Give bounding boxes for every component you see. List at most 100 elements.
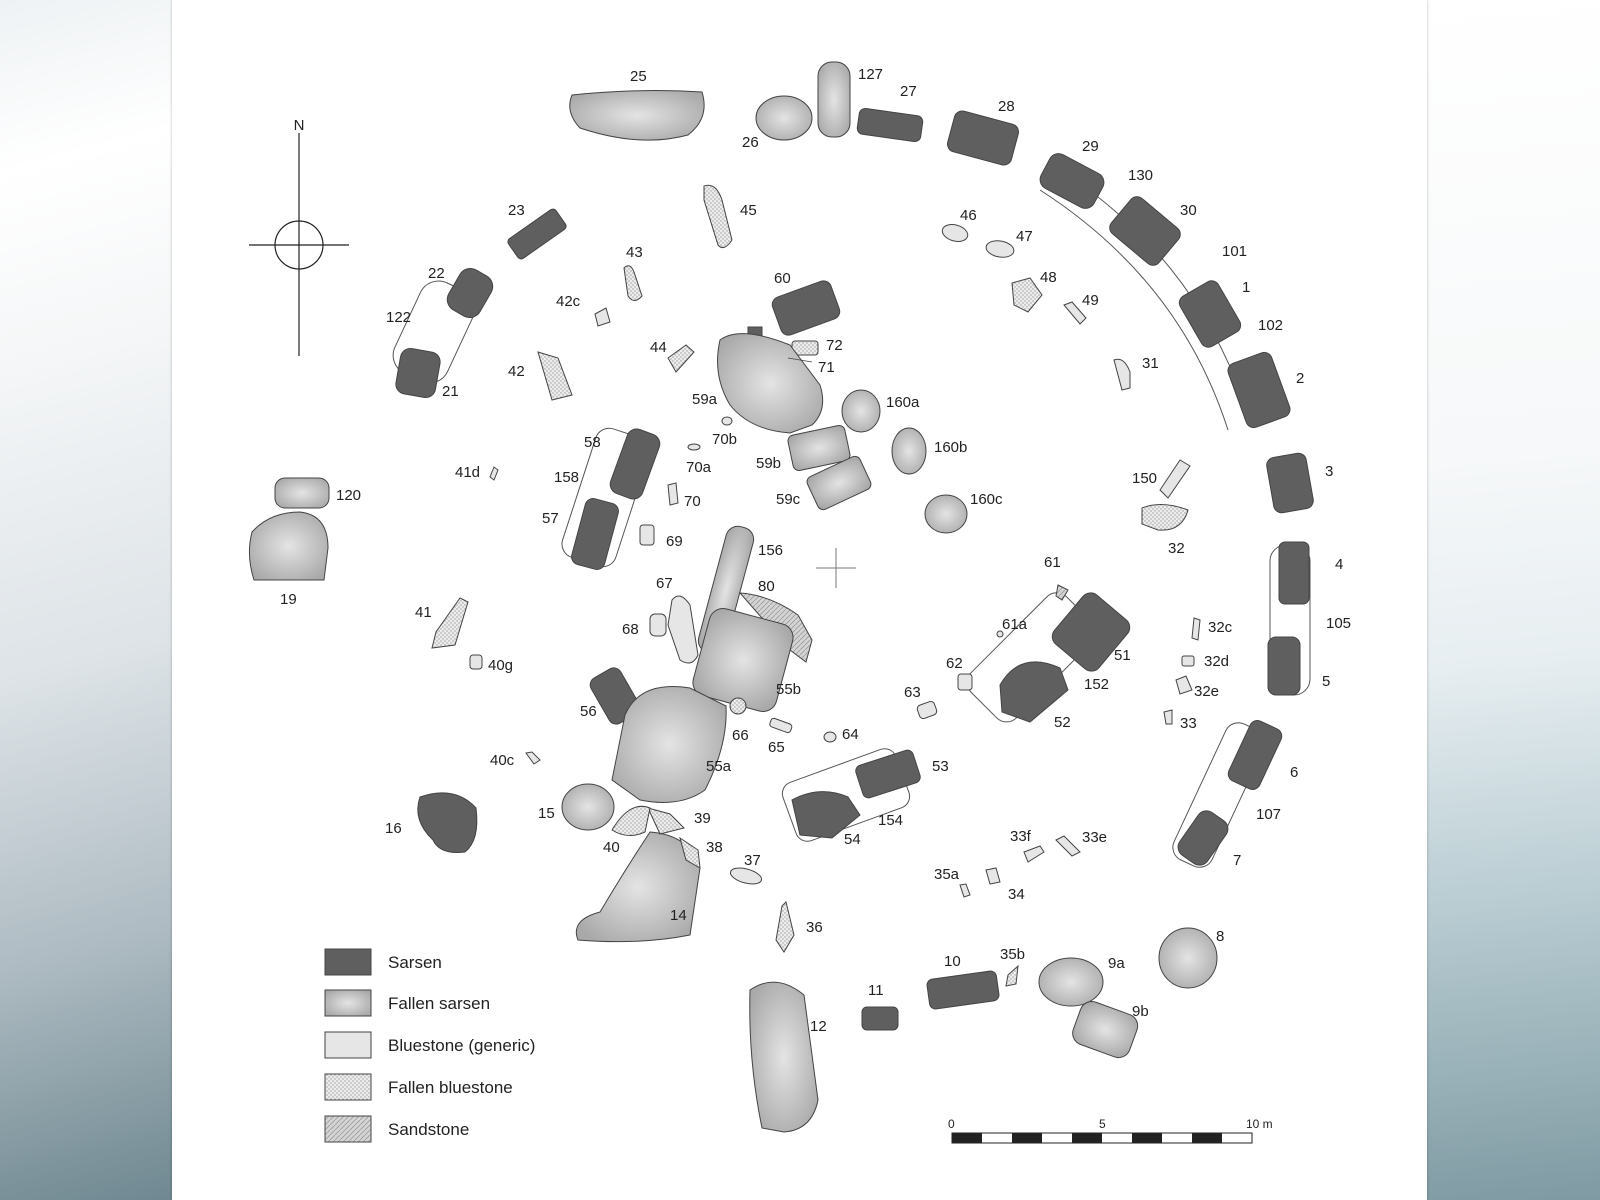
label-120: 120 xyxy=(336,487,361,504)
label-22: 22 xyxy=(428,265,445,282)
label-32c: 32c xyxy=(1208,619,1233,636)
label-41d: 41d xyxy=(455,464,480,481)
label-52: 52 xyxy=(1054,714,1071,731)
stone-67 xyxy=(667,595,699,664)
stone-9a xyxy=(1038,957,1104,1007)
stonehenge-plan-map: N xyxy=(248,61,1351,1144)
label-63: 63 xyxy=(904,684,921,701)
label-64: 64 xyxy=(842,726,859,743)
stone-29 xyxy=(1039,153,1105,209)
label-11: 11 xyxy=(868,982,884,999)
stone-70 xyxy=(667,482,679,506)
label-70: 70 xyxy=(684,493,701,510)
stone-160c xyxy=(924,494,968,534)
label-38: 38 xyxy=(706,839,723,856)
label-49: 49 xyxy=(1082,292,1099,309)
stone-32 xyxy=(1141,504,1189,531)
stone-7 xyxy=(1177,810,1229,866)
label-122: 122 xyxy=(386,309,411,326)
label-72: 72 xyxy=(826,337,843,354)
stone-36 xyxy=(775,901,795,953)
stone-40 xyxy=(611,805,651,836)
label-130: 130 xyxy=(1128,167,1153,184)
label-56: 56 xyxy=(580,703,597,720)
label-15: 15 xyxy=(538,805,555,822)
label-29: 29 xyxy=(1082,138,1099,155)
stone-33f xyxy=(1023,845,1045,863)
label-44: 44 xyxy=(650,339,667,356)
stone-53 xyxy=(855,749,921,799)
stone-33 xyxy=(1163,709,1173,725)
label-33f: 33f xyxy=(1010,828,1032,845)
stone-25 xyxy=(569,90,705,141)
label-127: 127 xyxy=(858,66,883,83)
stone-160b xyxy=(891,427,927,475)
label-80: 80 xyxy=(758,578,775,595)
label-57: 57 xyxy=(542,510,559,527)
label-9a: 9a xyxy=(1108,955,1125,972)
label-28: 28 xyxy=(998,98,1015,115)
stone-3 xyxy=(1266,452,1314,514)
stone-38 xyxy=(679,836,701,869)
label-14: 14 xyxy=(670,907,687,924)
label-71: 71 xyxy=(818,359,835,376)
legend-item-fallen-sarsen: Fallen sarsen xyxy=(324,989,490,1017)
stone-39 xyxy=(647,807,685,835)
label-46: 46 xyxy=(960,207,977,224)
legend-label: Sarsen xyxy=(388,953,442,972)
stone-63 xyxy=(916,700,938,720)
stone-2 xyxy=(1227,351,1291,429)
label-39: 39 xyxy=(694,810,711,827)
label-62: 62 xyxy=(946,655,963,672)
label-41: 41 xyxy=(415,604,432,621)
stone-150 xyxy=(1159,459,1191,499)
stone-32d xyxy=(1181,655,1195,667)
label-27: 27 xyxy=(900,83,917,100)
label-102: 102 xyxy=(1258,317,1283,334)
stone-14 xyxy=(575,831,701,943)
label-5: 5 xyxy=(1322,673,1330,690)
label-12: 12 xyxy=(810,1018,827,1035)
stone-52 xyxy=(999,661,1069,723)
label-66: 66 xyxy=(732,727,749,744)
label-36: 36 xyxy=(806,919,823,936)
label-154: 154 xyxy=(878,812,903,829)
lintel-outline-inner-ring xyxy=(1039,189,1229,431)
label-35b: 35b xyxy=(1000,946,1025,963)
stone-35a xyxy=(959,883,971,898)
stone-16 xyxy=(417,792,478,853)
legend: Sarsen Fallen sarsen Bluestone (generic)… xyxy=(324,948,535,1143)
stone-60 xyxy=(771,280,841,336)
scale-bar: 0 5 10 m xyxy=(948,1117,1273,1144)
label-67: 67 xyxy=(656,575,673,592)
label-35a: 35a xyxy=(934,866,960,883)
stone-70a xyxy=(687,443,701,451)
stone-33e xyxy=(1055,835,1081,857)
stone-6 xyxy=(1227,720,1283,790)
stone-61 xyxy=(1055,584,1069,601)
stone-27 xyxy=(856,107,924,143)
leader-lines xyxy=(787,357,813,363)
label-33: 33 xyxy=(1180,715,1197,732)
label-152: 152 xyxy=(1084,676,1109,693)
stone-59c xyxy=(806,455,872,511)
stone-51 xyxy=(1051,592,1131,672)
stone-31 xyxy=(1113,358,1131,391)
label-8: 8 xyxy=(1216,928,1224,945)
stone-11 xyxy=(861,1006,899,1031)
label-107: 107 xyxy=(1256,806,1281,823)
stone-41 xyxy=(431,597,469,649)
label-31: 31 xyxy=(1142,355,1159,372)
stone-45 xyxy=(703,184,733,249)
legend-item-sandstone: Sandstone xyxy=(324,1115,469,1143)
stone-58 xyxy=(609,428,661,500)
label-55b: 55b xyxy=(776,681,801,698)
stone-40c xyxy=(525,751,541,765)
stone-42c xyxy=(594,307,611,327)
stone-127 xyxy=(817,61,851,138)
stone-68 xyxy=(649,613,667,637)
stone-57 xyxy=(571,498,619,570)
label-53: 53 xyxy=(932,758,949,775)
stone-21 xyxy=(395,347,441,399)
stone-10 xyxy=(926,970,1000,1010)
